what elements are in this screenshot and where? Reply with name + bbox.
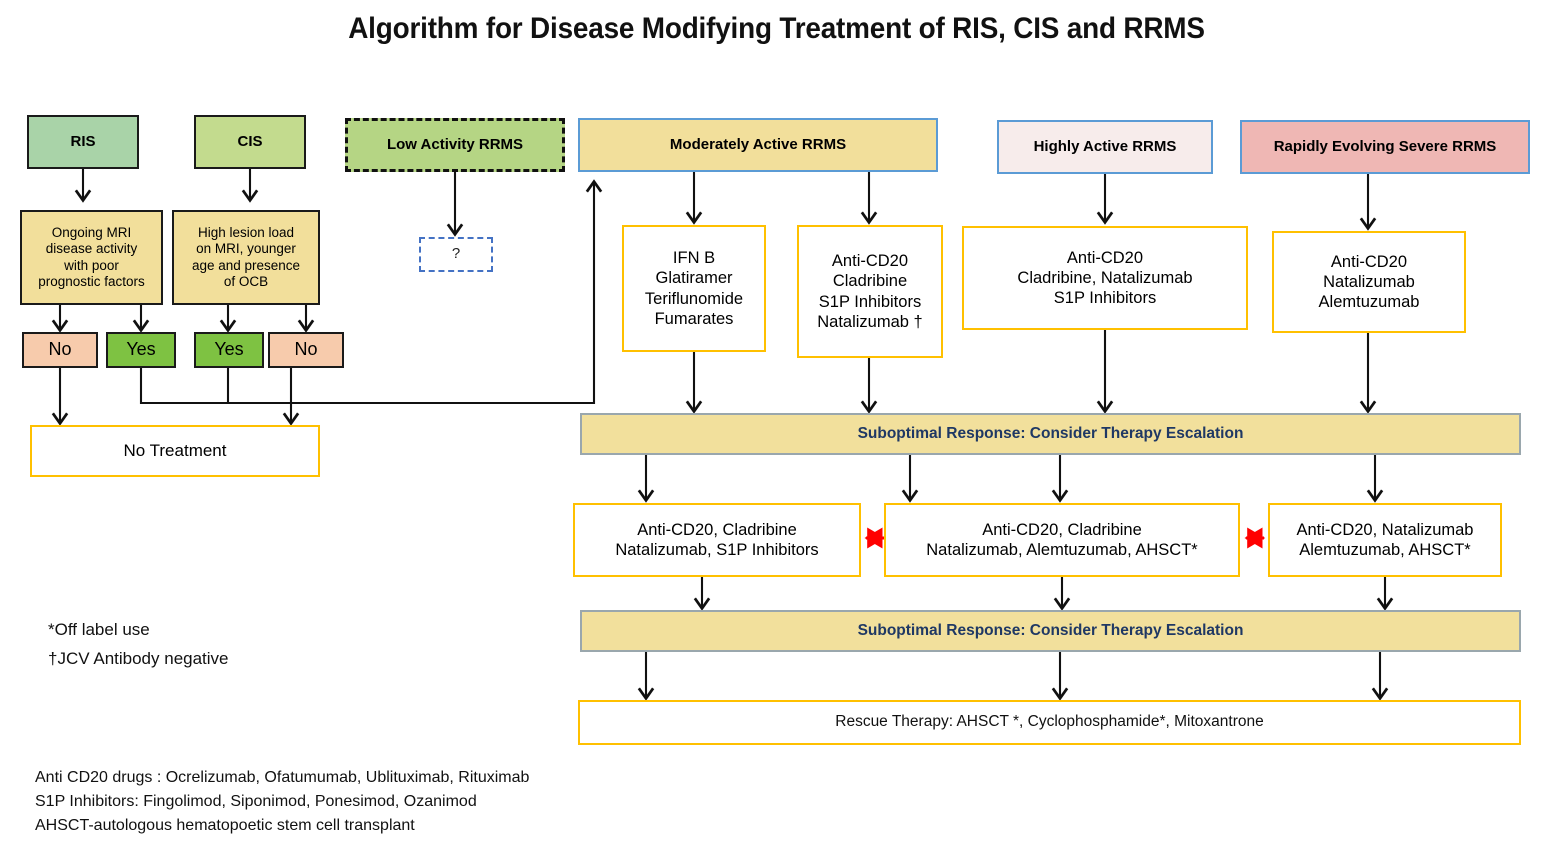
escalation-option-right[interactable]: Anti-CD20, Natalizumab Alemtuzumab, AHSC…: [1268, 503, 1502, 577]
treatment-box-highly-active[interactable]: Anti-CD20 Cladribine, Natalizumab S1P In…: [962, 226, 1248, 330]
suboptimal-response-banner-2: Suboptimal Response: Consider Therapy Es…: [580, 610, 1521, 652]
legend-anti-cd20: Anti CD20 drugs : Ocrelizumab, Ofatumuma…: [35, 769, 530, 786]
legend-s1p: S1P Inhibitors: Fingolimod, Siponimod, P…: [35, 793, 477, 810]
unknown-pathway-box[interactable]: ?: [419, 237, 493, 272]
rescue-therapy-box[interactable]: Rescue Therapy: AHSCT *, Cyclophosphamid…: [578, 700, 1521, 745]
decision-ris-no[interactable]: No: [22, 332, 98, 368]
decision-cis-yes[interactable]: Yes: [194, 332, 264, 368]
outcome-box-no-treatment[interactable]: No Treatment: [30, 425, 320, 477]
stage-box-low-activity-rrms[interactable]: Low Activity RRMS: [345, 118, 565, 172]
stage-box-moderately-active-rrms[interactable]: Moderately Active RRMS: [578, 118, 938, 172]
escalation-option-left[interactable]: Anti-CD20, Cladribine Natalizumab, S1P I…: [573, 503, 861, 577]
stage-box-ris[interactable]: RIS: [27, 115, 139, 169]
criteria-box-cis: High lesion load on MRI, younger age and…: [172, 210, 320, 305]
footnote-jcv: †JCV Antibody negative: [48, 649, 229, 668]
page-title: Algorithm for Disease Modifying Treatmen…: [348, 12, 1205, 45]
treatment-box-moderate-escalated[interactable]: Anti-CD20 Cladribine S1P Inhibitors Nata…: [797, 225, 943, 358]
suboptimal-response-banner-1: Suboptimal Response: Consider Therapy Es…: [580, 413, 1521, 455]
decision-cis-no[interactable]: No: [268, 332, 344, 368]
stage-box-rapidly-evolving-severe-rrms[interactable]: Rapidly Evolving Severe RRMS: [1240, 120, 1530, 174]
stage-box-highly-active-rrms[interactable]: Highly Active RRMS: [997, 120, 1213, 174]
criteria-box-ris: Ongoing MRI disease activity with poor p…: [20, 210, 163, 305]
stage-box-cis[interactable]: CIS: [194, 115, 306, 169]
footnote-off-label: *Off label use: [48, 620, 150, 639]
treatment-box-rapidly-evolving[interactable]: Anti-CD20 Natalizumab Alemtuzumab: [1272, 231, 1466, 333]
treatment-box-moderate-first-line[interactable]: IFN B Glatiramer Teriflunomide Fumarates: [622, 225, 766, 352]
legend-ahsct: AHSCT-autologous hematopoetic stem cell …: [35, 817, 415, 834]
escalation-option-center[interactable]: Anti-CD20, Cladribine Natalizumab, Alemt…: [884, 503, 1240, 577]
decision-ris-yes[interactable]: Yes: [106, 332, 176, 368]
